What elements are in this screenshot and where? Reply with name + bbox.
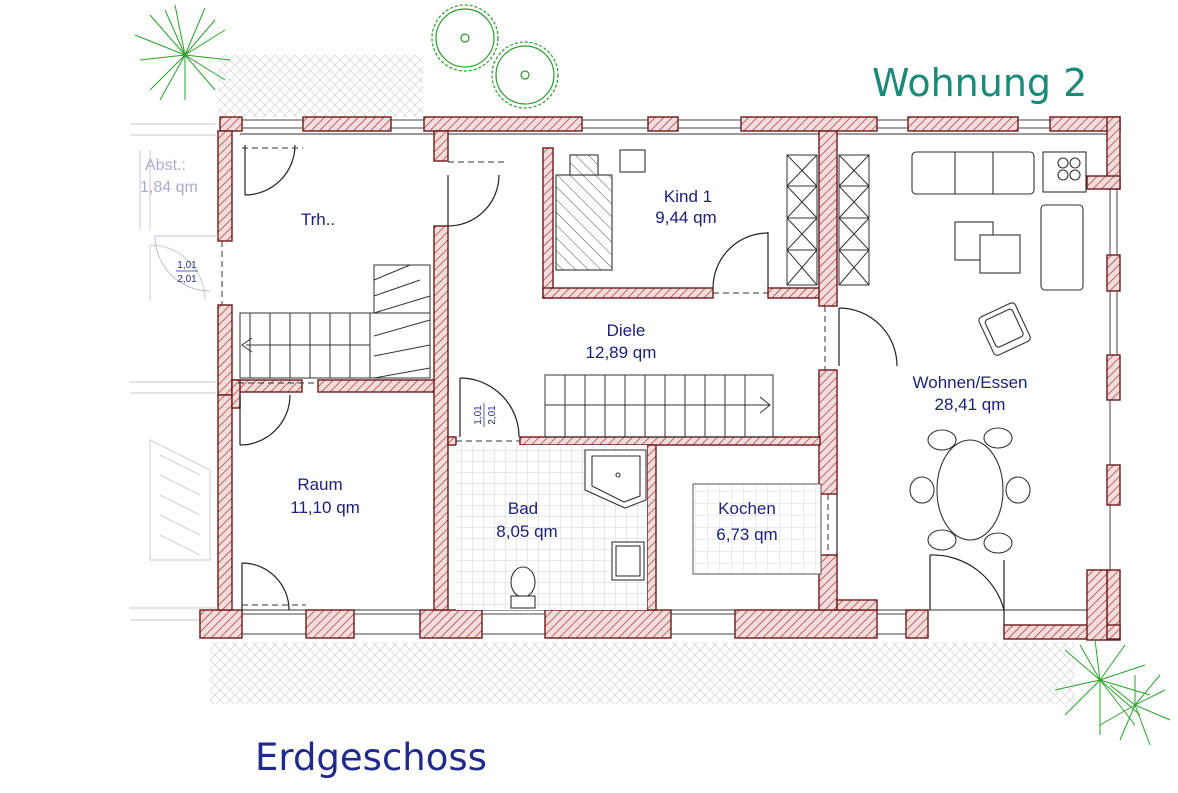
room-raum-area: 11,10 qm <box>290 498 360 517</box>
apartment-title: Wohnung 2 <box>872 61 1087 105</box>
kind-furniture <box>555 149 646 271</box>
room-kochen-name: Kochen <box>718 499 776 518</box>
room-kind1-area: 9,44 qm <box>655 208 716 227</box>
palm-bottom-right <box>1054 639 1171 746</box>
floor-title: Erdgeschoss <box>255 736 487 779</box>
room-diele-area: 12,89 qm <box>586 343 657 362</box>
svg-text:1,01: 1,01 <box>177 260 197 271</box>
wardrobe <box>786 154 870 286</box>
room-diele-name: Diele <box>607 321 646 340</box>
room-kochen-area: 6,73 qm <box>716 525 777 544</box>
room-wohnen-name: Wohnen/Essen <box>913 373 1028 392</box>
palm-top-left <box>134 4 231 101</box>
tree-top <box>431 4 559 109</box>
wohnen-furniture <box>909 151 1087 554</box>
walls <box>199 116 1121 641</box>
room-bad-area: 8,05 qm <box>496 522 557 541</box>
room-kind1-name: Kind 1 <box>664 187 712 206</box>
room-trh-name: Trh.. <box>301 210 335 229</box>
svg-text:1,01: 1,01 <box>473 405 484 425</box>
room-raum-name: Raum <box>297 475 342 494</box>
room-bad-name: Bad <box>508 499 538 518</box>
doors <box>239 144 1005 625</box>
stair-trh <box>239 264 431 379</box>
neighbour-building <box>130 123 216 621</box>
door-label-bad: 1,01 2,01 <box>473 403 498 427</box>
room-abst-area: 1,84 qm <box>140 179 198 196</box>
svg-text:2,01: 2,01 <box>487 405 498 425</box>
gravel-terrain <box>210 55 1075 704</box>
thresholds <box>221 147 829 606</box>
room-abst-name: Abst.: <box>145 157 186 174</box>
stair-diele <box>544 374 774 438</box>
abst-door <box>154 235 218 292</box>
svg-text:2,01: 2,01 <box>177 274 197 285</box>
kochen-tiles <box>692 483 822 575</box>
door-label-left: 1,01 2,01 <box>176 260 198 285</box>
bad-fixtures <box>510 449 647 609</box>
floor-edges <box>240 133 1108 611</box>
windows <box>242 119 1118 635</box>
room-wohnen-area: 28,41 qm <box>935 395 1006 414</box>
